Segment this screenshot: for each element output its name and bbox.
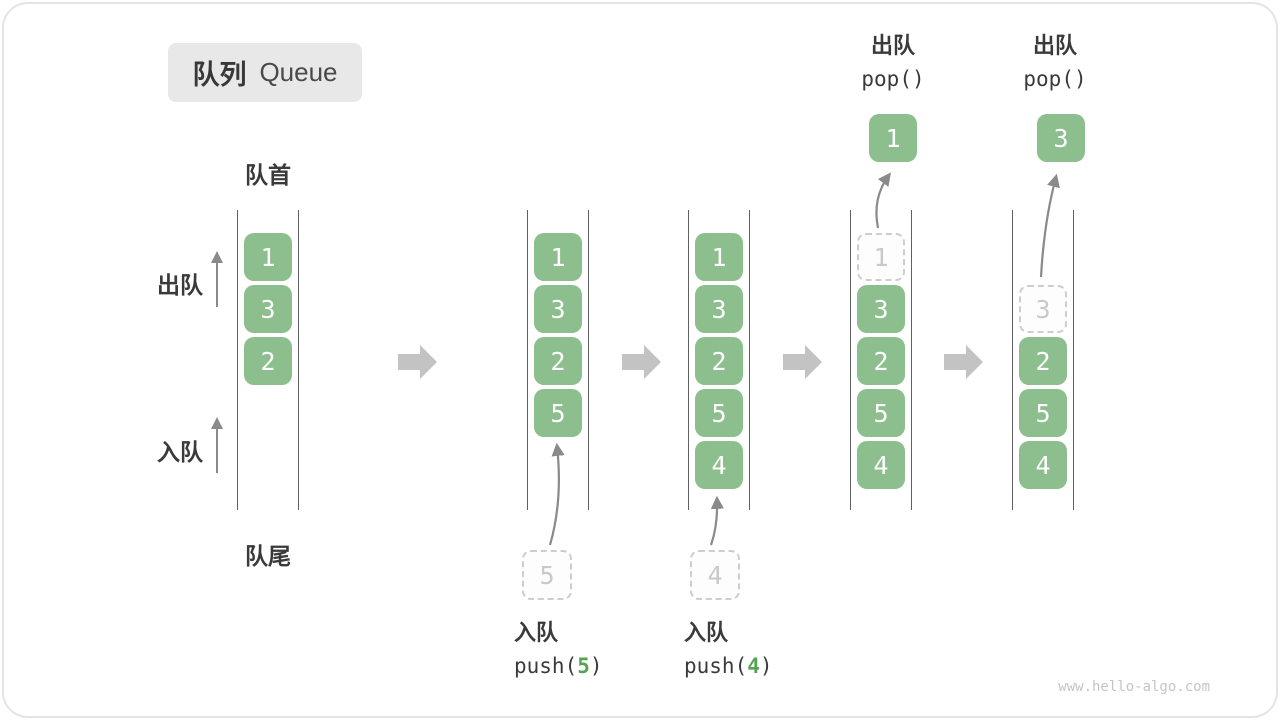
push-arg: 4 [747,654,760,678]
queue-element: 5 [534,389,582,437]
popped-element: 3 [1037,114,1085,162]
popped-element: 1 [869,114,917,162]
queue-state-1: 1 3 2 [237,210,299,510]
pop-operation-label: 出队 pop() [833,30,953,96]
queue-element: 2 [857,337,905,385]
queue-state-3: 1 3 2 5 4 [688,210,750,510]
queue-element: 1 [695,233,743,281]
title-badge: 队列 Queue [168,43,362,102]
state-transition-arrow-icon [398,345,437,379]
push-code-text: push(5) [514,649,603,683]
title-en: Queue [259,57,338,87]
title-zh: 队列 [192,60,247,90]
pending-element: 5 [522,550,572,600]
queue-element: 3 [695,285,743,333]
push-action-text: 入队 [684,620,729,645]
queue-element: 1 [244,233,292,281]
queue-element: 4 [857,441,905,489]
pop-action-text: 出队 [1032,33,1077,58]
queue-element: 2 [244,337,292,385]
state-transition-arrow-icon [944,345,983,379]
queue-rear-label: 队尾 [245,543,291,569]
state-transition-arrow-icon [783,345,822,379]
queue-state-5: 3 2 5 4 [1012,210,1074,510]
queue-element: 2 [1019,337,1067,385]
queue-element: 5 [857,389,905,437]
push-operation-label: 入队 push(4) [684,617,773,683]
queue-element-removed: 3 [1019,285,1067,333]
pop-action-text: 出队 [870,33,915,58]
dequeue-side-label: 出队 [157,272,203,298]
push-arg: 5 [577,654,590,678]
push-code-text: push(4) [684,649,773,683]
push-fn: push( [684,654,748,678]
queue-element: 5 [695,389,743,437]
queue-element: 3 [534,285,582,333]
enqueue-side-label: 入队 [157,439,203,465]
pop-operation-label: 出队 pop() [995,30,1115,96]
pop-code-text: pop() [1023,67,1087,91]
queue-state-2: 1 3 2 5 [527,210,589,510]
queue-element: 5 [1019,389,1067,437]
state-transition-arrow-icon [622,345,661,379]
push-operation-label: 入队 push(5) [514,617,603,683]
queue-element: 4 [1019,441,1067,489]
pop-code-text: pop() [861,67,925,91]
queue-front-label: 队首 [245,162,291,188]
watermark: www.hello-algo.com [1058,679,1210,695]
queue-element: 3 [244,285,292,333]
queue-element: 3 [857,285,905,333]
push-fn: push( [514,654,578,678]
queue-element: 2 [534,337,582,385]
push-close: ) [589,654,603,678]
queue-element: 1 [534,233,582,281]
queue-element: 2 [695,337,743,385]
push-close: ) [759,654,773,678]
pending-element: 4 [690,550,740,600]
queue-element: 4 [695,441,743,489]
queue-element-removed: 1 [857,233,905,281]
push-action-text: 入队 [514,620,559,645]
queue-state-4: 1 3 2 5 4 [850,210,912,510]
